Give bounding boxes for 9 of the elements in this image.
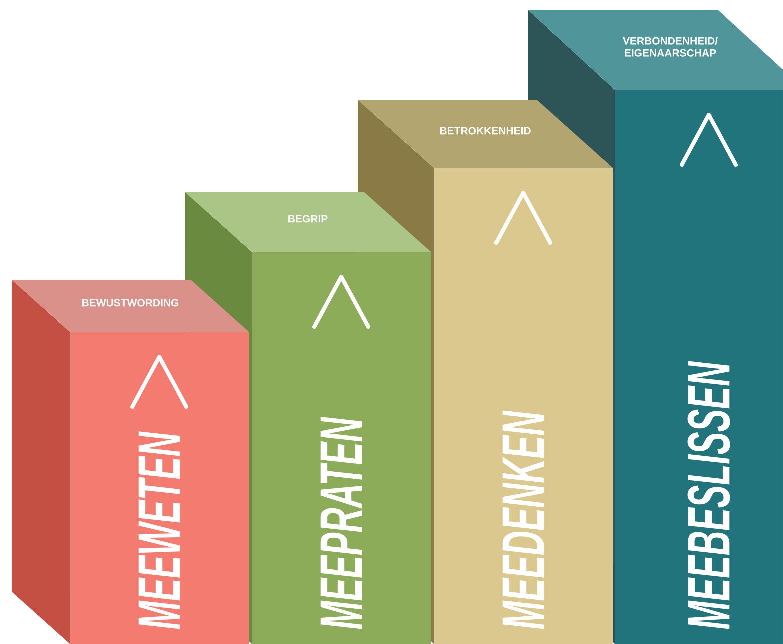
block-heading: VERBONDENHEID/ EIGENAARSCHAP	[623, 37, 718, 57]
block-heading: BEWUSTWORDING	[82, 299, 179, 307]
block-drawing	[12, 280, 250, 644]
block-heading: BEGRIP	[288, 215, 328, 223]
block-label: MEEWETEN	[138, 432, 180, 630]
block-label: MEEDENKEN	[502, 410, 544, 630]
block-label: MEEBESLISSEN	[688, 361, 730, 630]
block-heading: BETROKKENHEID	[440, 127, 531, 135]
block-label: MEEPRATEN	[320, 417, 362, 630]
